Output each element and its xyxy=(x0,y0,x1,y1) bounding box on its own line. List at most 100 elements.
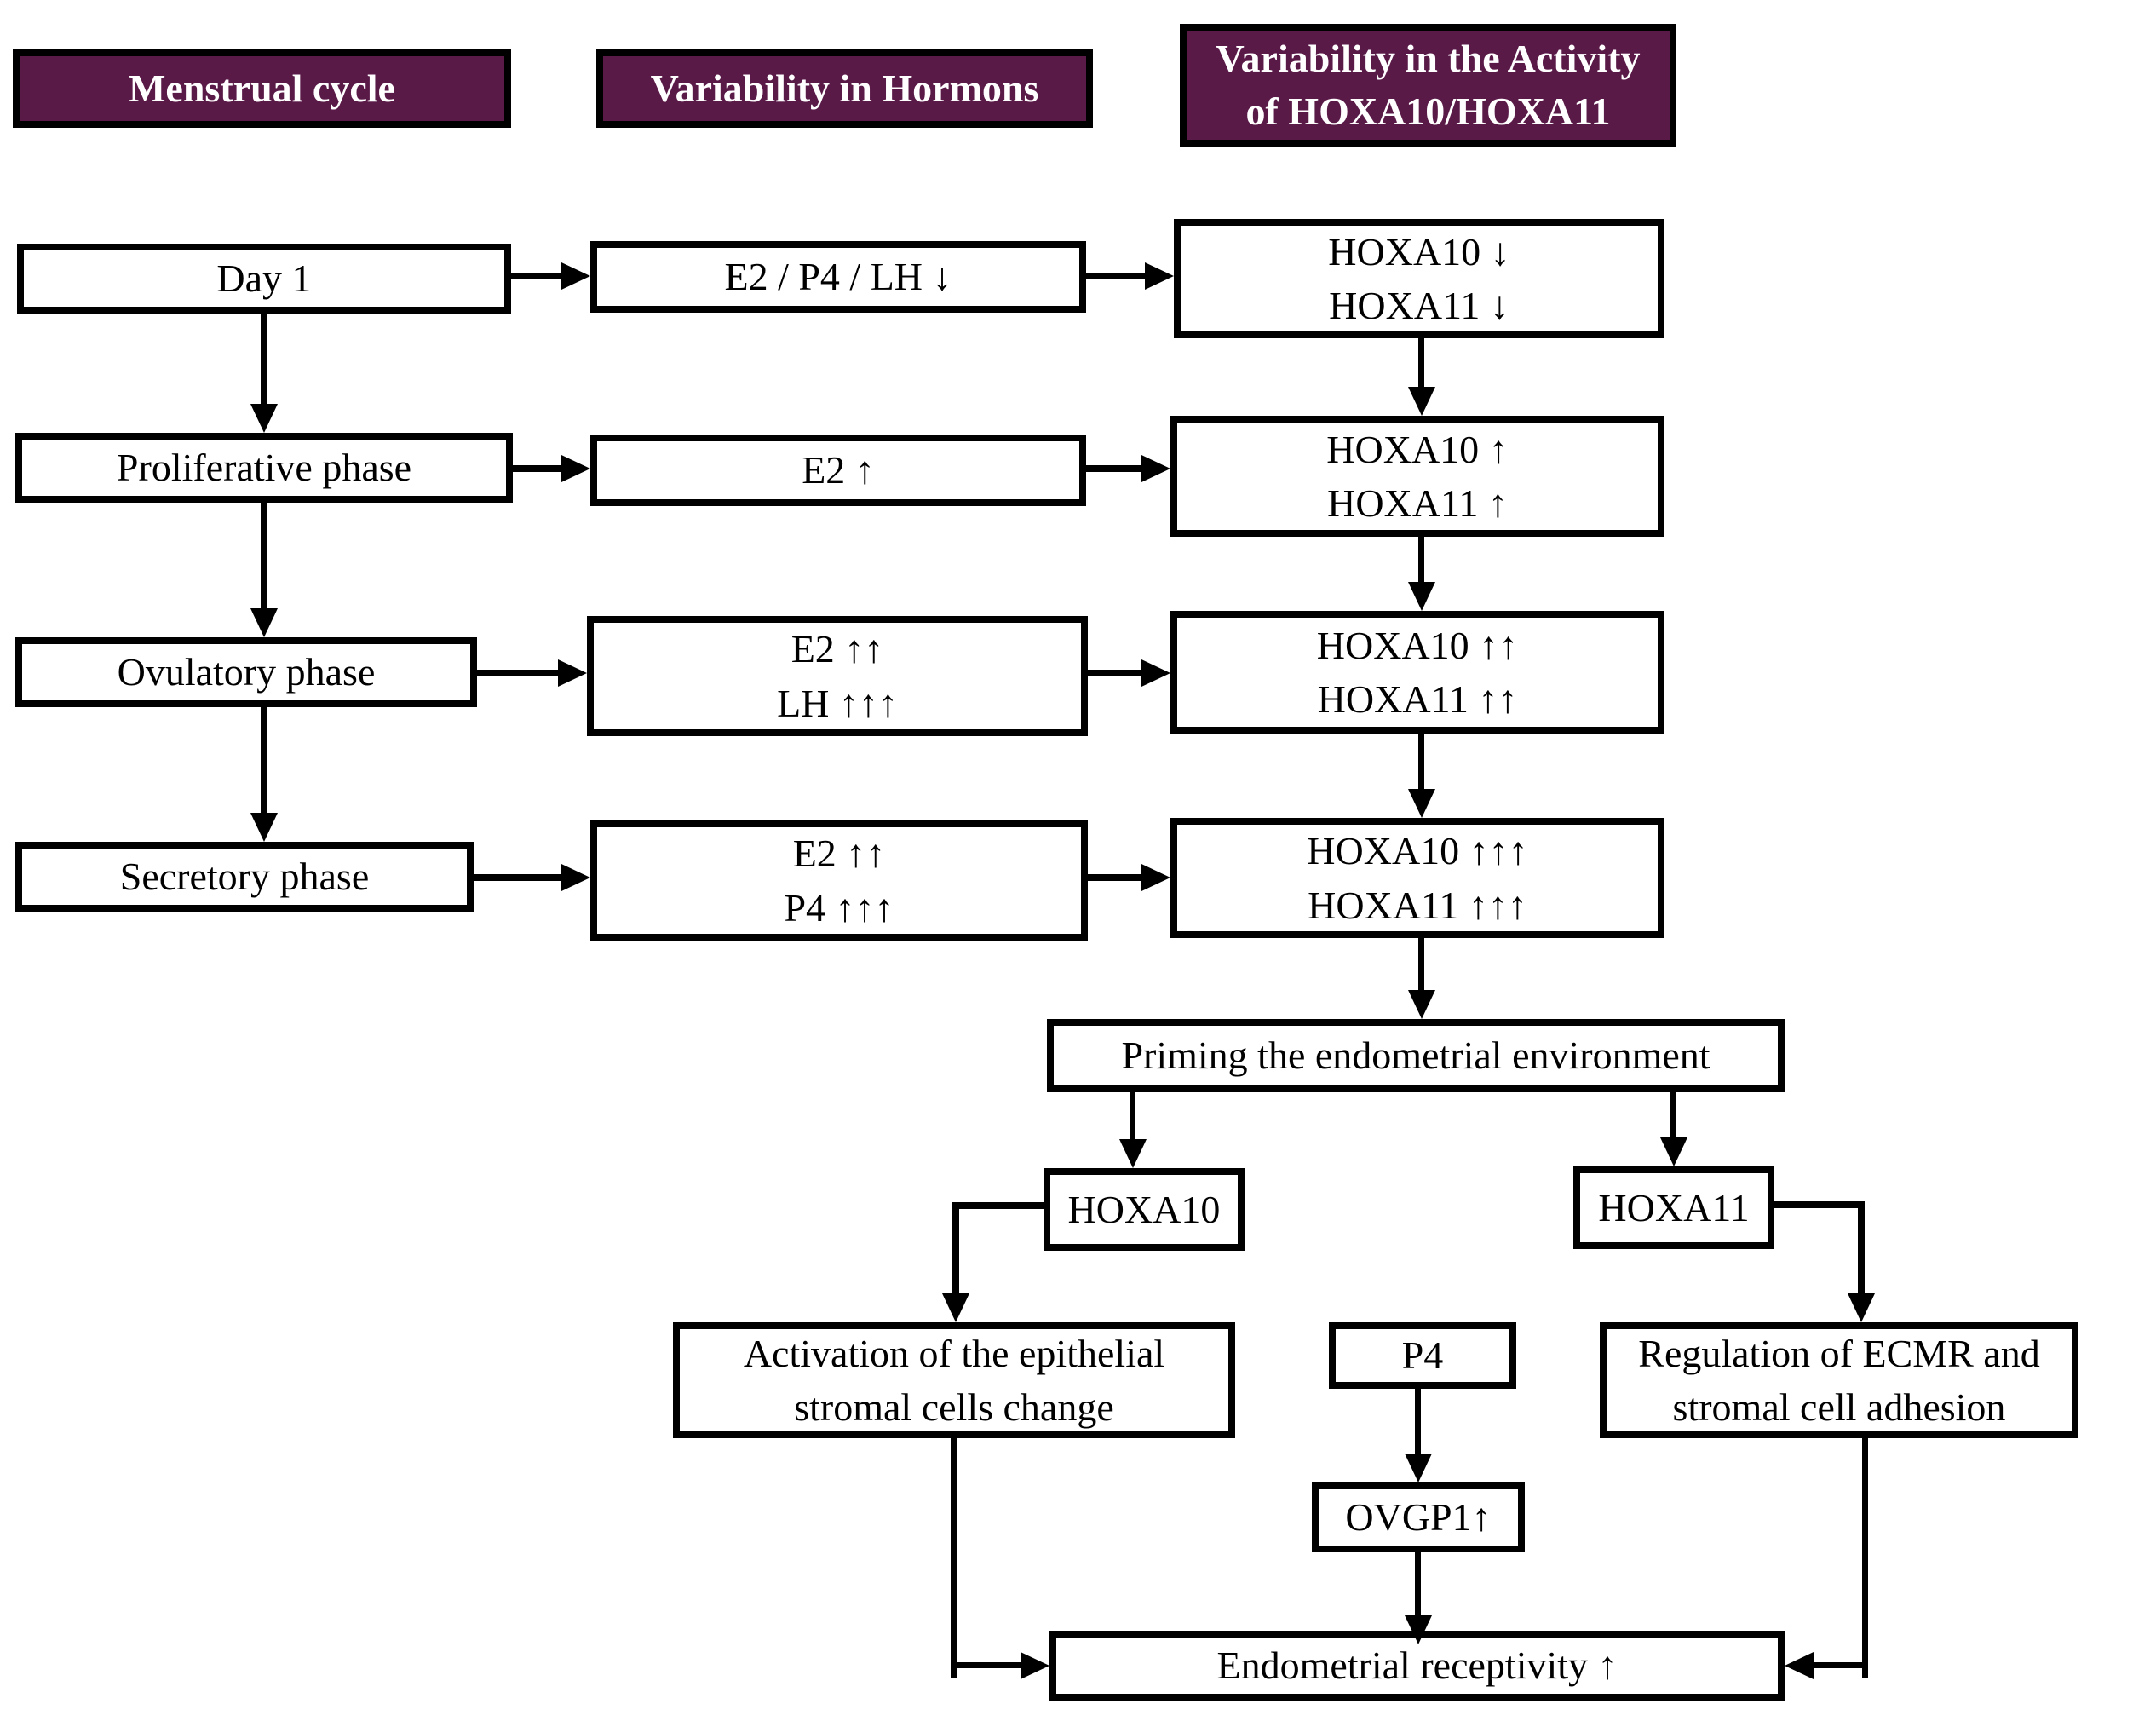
hoxa10-box: HOXA10 xyxy=(1044,1168,1245,1251)
activity-row1-line1: HOXA10 ↓ xyxy=(1328,229,1510,273)
header-menstrual-cycle-label: Menstrual cycle xyxy=(129,66,395,110)
ovgp1-label: OVGP1↑ xyxy=(1345,1495,1492,1540)
arrow-activity3-to-activity4-head xyxy=(1408,789,1435,818)
arrow-hoxa10-to-activation-head xyxy=(942,1293,969,1322)
arrow-regulation-to-receptivity-head xyxy=(1785,1652,1814,1679)
arrow-ovulatory-to-hormones-head xyxy=(558,659,587,687)
phase-ovulatory-label: Ovulatory phase xyxy=(117,650,376,694)
phase-proliferative-label: Proliferative phase xyxy=(116,446,412,490)
regulation-box: Regulation of ECMR and stromal cell adhe… xyxy=(1600,1322,2078,1438)
arrow-activity3-to-activity4-line xyxy=(1418,734,1424,789)
arrow-hormones1-to-activity-line xyxy=(1086,273,1145,279)
connector-regulation-elbow-vertical xyxy=(1862,1438,1868,1678)
phase-box-proliferative: Proliferative phase xyxy=(15,433,513,503)
hoxa11-label: HOXA11 xyxy=(1598,1185,1750,1229)
arrow-hormones4-to-activity-line xyxy=(1088,874,1141,881)
arrow-ovulatory-to-secretory-line xyxy=(261,707,267,813)
arrow-secretory-to-hormones-head xyxy=(561,864,590,891)
arrow-ovulatory-to-secretory-head xyxy=(250,813,278,842)
activation-line1: Activation of the epithelial xyxy=(743,1331,1165,1375)
hormone-row3-line2: LH ↑↑↑ xyxy=(777,681,898,725)
connector-hoxa11-elbow-vertical xyxy=(1858,1201,1865,1293)
arrow-proliferative-to-hormones-head xyxy=(561,455,590,482)
arrow-activity2-to-activity3-line xyxy=(1418,537,1424,582)
activity-row4-line2: HOXA11 ↑↑↑ xyxy=(1308,883,1527,927)
p4-label: P4 xyxy=(1401,1333,1444,1378)
hormone-box-row4: E2 ↑↑ P4 ↑↑↑ xyxy=(590,820,1088,941)
phase-day1-label: Day 1 xyxy=(216,256,312,301)
activity-box-row2: HOXA10 ↑ HOXA11 ↑ xyxy=(1170,416,1664,537)
arrow-hormones2-to-activity-head xyxy=(1141,455,1170,482)
arrow-activation-to-receptivity-head xyxy=(1021,1652,1049,1679)
activity-box-row3: HOXA10 ↑↑ HOXA11 ↑↑ xyxy=(1170,611,1664,734)
ovgp1-box: OVGP1↑ xyxy=(1312,1482,1525,1552)
arrow-activity1-to-activity2-head xyxy=(1408,387,1435,416)
arrow-priming-to-hoxa10-head xyxy=(1119,1139,1147,1168)
connector-hoxa10-elbow-horizontal xyxy=(952,1202,1044,1209)
receptivity-label: Endometrial receptivity ↑ xyxy=(1216,1644,1618,1688)
arrow-hormones1-to-activity-head xyxy=(1145,262,1174,290)
arrow-hoxa11-to-regulation-head xyxy=(1848,1293,1875,1322)
arrow-ovgp1-to-receptivity-line xyxy=(1415,1552,1421,1615)
connector-activation-elbow-vertical xyxy=(951,1438,957,1678)
regulation-line1: Regulation of ECMR and xyxy=(1638,1331,2040,1375)
connector-hoxa10-elbow-vertical xyxy=(952,1202,959,1293)
arrow-p4-to-ovgp1-head xyxy=(1405,1454,1432,1482)
phase-secretory-label: Secretory phase xyxy=(119,855,370,899)
activity-box-row1: HOXA10 ↓ HOXA11 ↓ xyxy=(1174,219,1664,338)
header-menstrual-cycle: Menstrual cycle xyxy=(13,49,511,128)
phase-box-secretory: Secretory phase xyxy=(15,842,474,912)
hormone-row4-line2: P4 ↑↑↑ xyxy=(784,885,894,930)
hormone-box-row2: E2 ↑ xyxy=(590,435,1086,506)
hormone-row4-line1: E2 ↑↑ xyxy=(792,832,886,876)
activity-row3-line1: HOXA10 ↑↑ xyxy=(1316,623,1519,667)
activity-row1-line2: HOXA11 ↓ xyxy=(1329,284,1509,327)
arrow-day1-to-proliferative-head xyxy=(250,404,278,433)
hoxa11-box: HOXA11 xyxy=(1573,1166,1774,1249)
hormone-row3-line1: E2 ↑↑ xyxy=(791,627,884,671)
activity-row4-line1: HOXA10 ↑↑↑ xyxy=(1307,829,1528,873)
arrow-day1-to-hormones-head xyxy=(561,262,590,290)
arrow-activity4-to-priming-head xyxy=(1408,990,1435,1019)
activity-box-row4: HOXA10 ↑↑↑ HOXA11 ↑↑↑ xyxy=(1170,818,1664,938)
header-variability-hormones-label: Variability in Hormons xyxy=(650,66,1039,110)
arrow-priming-to-hoxa11-head xyxy=(1660,1137,1687,1166)
hormone-row1-label: E2 / P4 / LH ↓ xyxy=(724,255,952,299)
header-variability-activity-line1: Variability in the Activity xyxy=(1216,36,1641,80)
arrow-priming-to-hoxa11-line xyxy=(1670,1092,1676,1137)
hormone-box-row1: E2 / P4 / LH ↓ xyxy=(590,241,1086,313)
activity-row2-line1: HOXA10 ↑ xyxy=(1326,427,1509,471)
arrow-hormones3-to-activity-line xyxy=(1088,670,1141,676)
p4-box: P4 xyxy=(1329,1322,1516,1389)
header-variability-activity: Variability in the Activity of HOXA10/HO… xyxy=(1180,24,1676,147)
arrow-ovgp1-to-receptivity-head xyxy=(1405,1615,1432,1644)
arrow-p4-to-ovgp1-line xyxy=(1415,1389,1421,1454)
arrow-activity1-to-activity2-line xyxy=(1418,338,1424,387)
activation-box: Activation of the epithelial stromal cel… xyxy=(673,1322,1235,1438)
activation-line2: stromal cells change xyxy=(794,1385,1114,1429)
arrow-activity2-to-activity3-head xyxy=(1408,582,1435,611)
arrow-activity4-to-priming-line xyxy=(1418,938,1424,990)
arrow-hormones4-to-activity-head xyxy=(1141,864,1170,891)
arrow-priming-to-hoxa10-line xyxy=(1130,1092,1135,1139)
arrow-proliferative-to-ovulatory-head xyxy=(250,608,278,637)
header-variability-activity-line2: of HOXA10/HOXA11 xyxy=(1245,89,1611,133)
connector-activation-elbow-horizontal xyxy=(951,1662,1021,1668)
hoxa10-label: HOXA10 xyxy=(1067,1187,1221,1231)
arrow-proliferative-to-hormones-line xyxy=(513,465,561,472)
arrow-ovulatory-to-hormones-line xyxy=(477,670,558,676)
hormone-row2-label: E2 ↑ xyxy=(802,448,875,492)
phase-box-day1: Day 1 xyxy=(17,244,511,314)
header-variability-hormones: Variability in Hormons xyxy=(596,49,1093,128)
arrow-day1-to-hormones-line xyxy=(511,273,561,279)
phase-box-ovulatory: Ovulatory phase xyxy=(15,637,477,707)
priming-label: Priming the endometrial environment xyxy=(1121,1033,1710,1078)
arrow-proliferative-to-ovulatory-line xyxy=(261,503,267,608)
arrow-day1-to-proliferative-line xyxy=(261,314,267,404)
activity-row2-line2: HOXA11 ↑ xyxy=(1327,481,1508,525)
regulation-line2: stromal cell adhesion xyxy=(1672,1385,2006,1429)
arrow-hormones3-to-activity-head xyxy=(1141,659,1170,687)
arrow-hormones2-to-activity-line xyxy=(1086,465,1141,472)
arrow-secretory-to-hormones-line xyxy=(474,874,561,881)
